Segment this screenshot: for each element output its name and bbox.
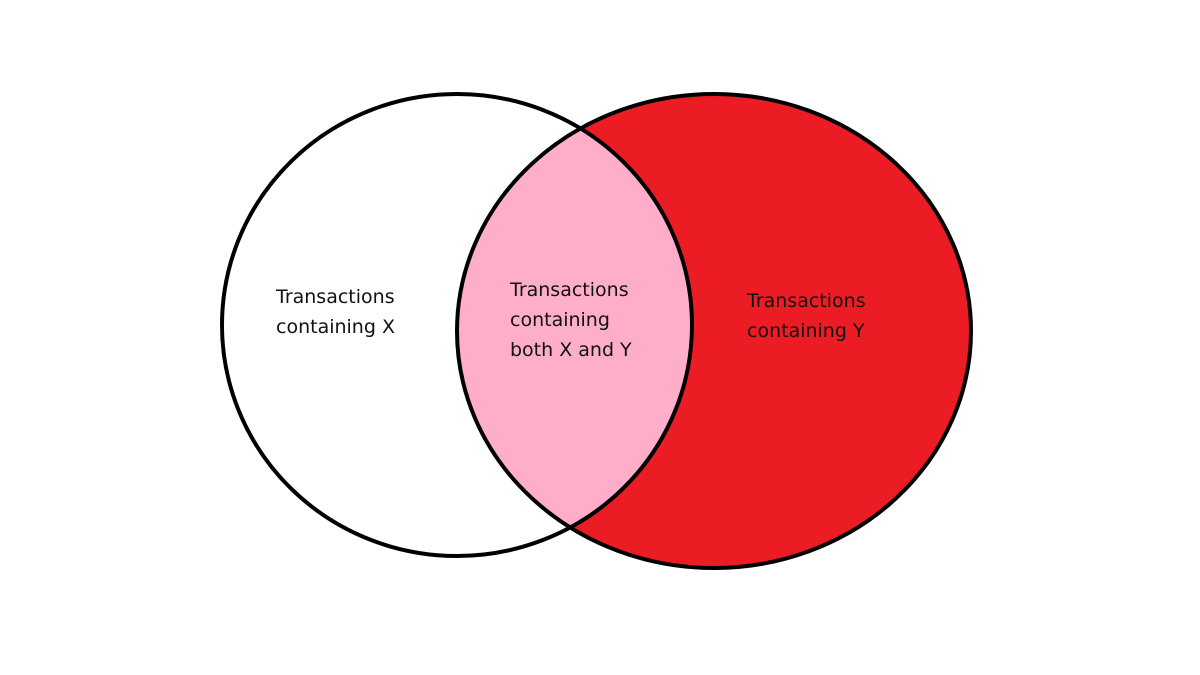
set-y-label-line: Transactions <box>747 290 866 312</box>
intersection-label-line: both X and Y <box>510 339 632 361</box>
set-y-label-line: containing Y <box>747 320 865 342</box>
circle-x-outline <box>220 92 694 558</box>
intersection-region <box>457 94 692 556</box>
intersection-label-line: Transactions <box>510 279 629 301</box>
set-x-label-line: Transactions <box>276 286 395 308</box>
set-x-label-line: containing X <box>276 316 395 338</box>
circle-y-outline <box>455 92 973 570</box>
intersection-label: Transactions containing both X and Y <box>510 275 632 365</box>
set-x-label: Transactions containing X <box>276 282 395 342</box>
intersection-label-line: containing <box>510 309 610 331</box>
set-y-label: Transactions containing Y <box>747 286 866 346</box>
